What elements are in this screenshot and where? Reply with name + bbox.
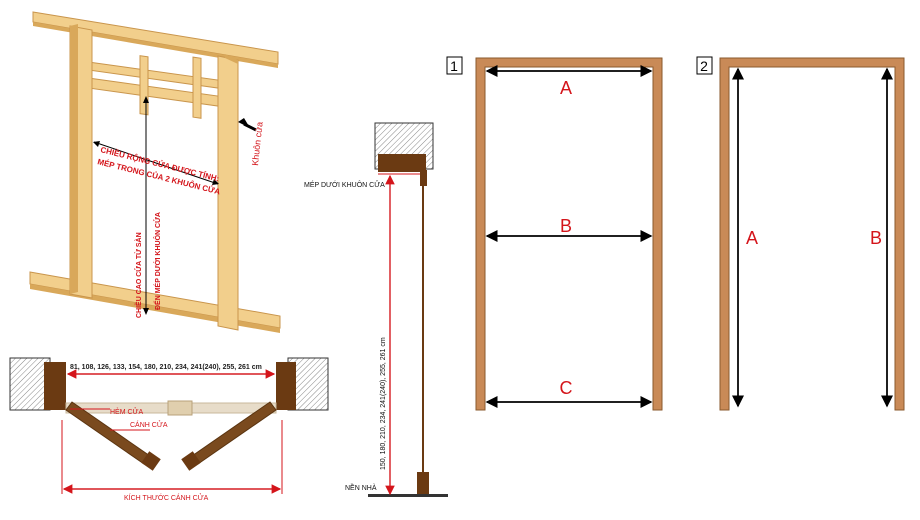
leaf-size-label: KÍCH THƯỚC CÁNH CỬA [124,493,209,502]
door-gap-label: HẺM CỬA [110,407,144,416]
panel-1-label-a: A [560,78,572,98]
section-heights-label: 150, 180, 210, 234, 241(240), 255, 261 c… [380,337,387,470]
panel-1-label-c: C [560,378,573,398]
door-section-view [368,122,448,497]
panel-1-width-measure [446,56,663,411]
panel-2-height-measure [696,56,905,411]
wooden-door-frame [29,11,281,333]
floor-label: NỀN NHÀ [345,482,377,492]
plan-widths-label: 81, 108, 126, 133, 154, 180, 210, 234, 2… [70,364,262,371]
panel-2-label-b: B [870,228,882,248]
height-note-line1: CHIỀU CAO CỬA TỪ SÀN [133,232,143,318]
height-note-line2: ĐẾN MÉP DƯỚI KHUÔN CỬA [152,212,162,310]
panel-1-number: 1 [450,58,458,74]
frame-label: Khuôn cửa [250,121,265,166]
frame-bottom-edge-label: MÉP DƯỚI KHUÔN CỬA [304,180,385,189]
panel-2-label-a: A [746,228,758,248]
panel-2-number: 2 [700,58,708,74]
door-leaf-label: CÁNH CỬA [130,420,168,429]
panel-1-label-b: B [560,216,572,236]
door-plan-view [9,357,329,494]
